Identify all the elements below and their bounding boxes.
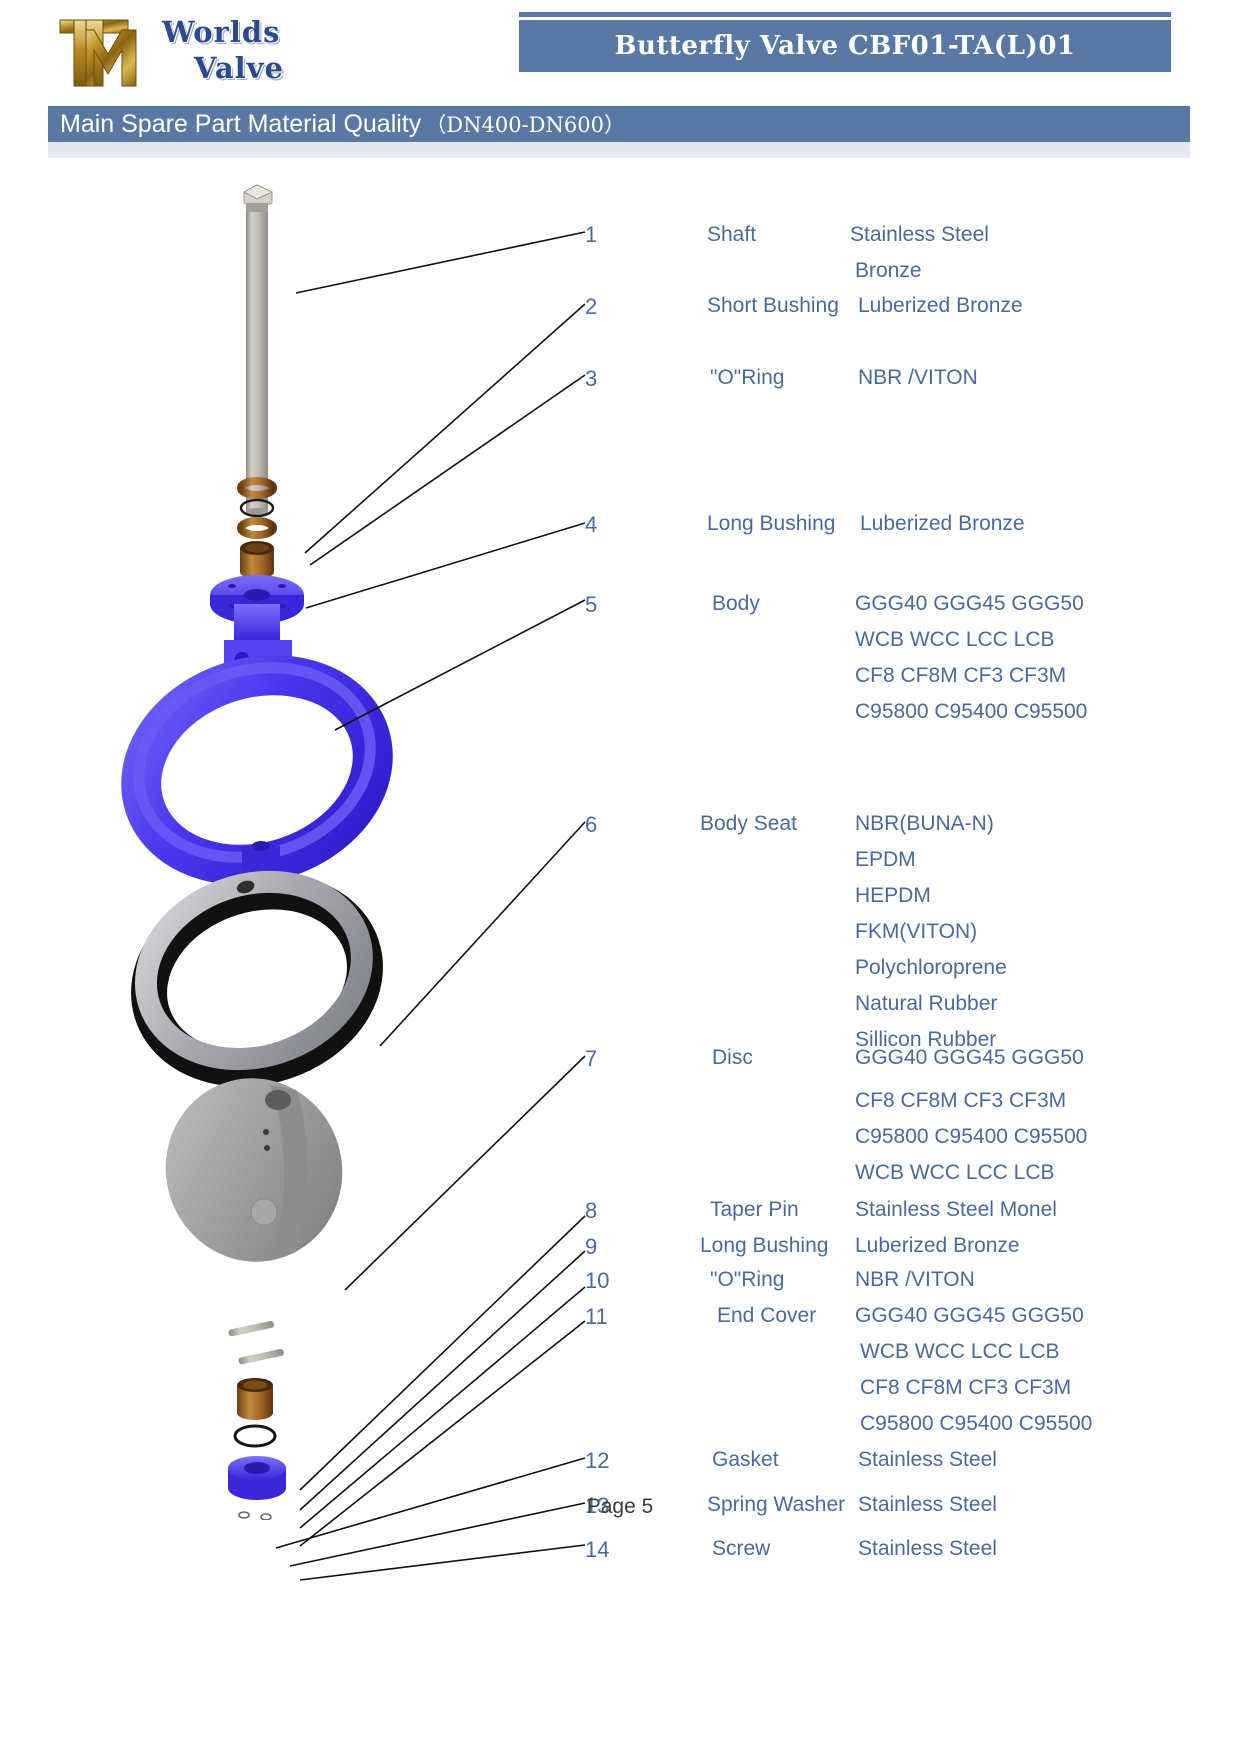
- document-title-block: Butterfly Valve CBF01-TA(L)01: [519, 12, 1171, 72]
- part-material-5-0: GGG40 GGG45 GGG50: [855, 592, 1084, 615]
- part-name-9: Long Bushing: [700, 1234, 829, 1257]
- part-material-6-0: NBR(BUNA-N): [855, 812, 994, 835]
- part-number-11: 11: [585, 1304, 608, 1329]
- part-name-11: End Cover: [717, 1304, 817, 1327]
- part-material-13-0: Stainless Steel: [858, 1493, 997, 1516]
- component-end-cover: [228, 1456, 286, 1500]
- component-body: [121, 575, 393, 885]
- part-material-5-1: WCB WCC LCC LCB: [855, 628, 1055, 651]
- part-name-12: Gasket: [712, 1448, 779, 1471]
- part-number-12: 12: [585, 1448, 610, 1473]
- component-o-ring-lower: [233, 1424, 277, 1448]
- logo-line-worlds: Worlds: [162, 15, 281, 49]
- part-material-7-2: C95800 C95400 C95500: [855, 1125, 1088, 1148]
- part-number-10: 10: [585, 1268, 610, 1293]
- component-long-bushing-lower: [237, 1378, 273, 1420]
- part-material-11-2: CF8 CF8M CF3 CF3M: [860, 1376, 1072, 1399]
- part-material-6-3: FKM(VITON): [855, 920, 978, 943]
- part-number-9: 9: [585, 1234, 598, 1259]
- part-material-1-0: Stainless Steel: [850, 223, 989, 246]
- part-material-7-1: CF8 CF8M CF3 CF3M: [855, 1089, 1067, 1112]
- part-material-10-0: NBR /VITON: [855, 1268, 975, 1291]
- part-material-6-1: EPDM: [855, 848, 916, 871]
- part-material-1-1: Bronze: [855, 259, 922, 282]
- part-material-6-5: Natural Rubber: [855, 992, 998, 1015]
- part-material-6-4: Polychloroprene: [855, 956, 1007, 979]
- part-material-6-6: Sillicon Rubber: [855, 1028, 997, 1051]
- part-name-14: Screw: [712, 1537, 771, 1560]
- title-rule: [519, 12, 1171, 17]
- part-material-7-3: WCB WCC LCC LCB: [855, 1161, 1055, 1184]
- part-number-6: 6: [585, 812, 598, 837]
- part-material-7-0: GGG40 GGG45 GGG50: [855, 1046, 1084, 1069]
- part-material-5-3: C95800 C95400 C95500: [855, 700, 1088, 723]
- component-shaft: [243, 184, 273, 516]
- part-number-7: 7: [585, 1046, 598, 1071]
- part-name-10: "O"Ring: [710, 1268, 785, 1291]
- component-short-bushing: [237, 477, 277, 499]
- part-name-2: Short Bushing: [707, 294, 839, 317]
- logo-line-valve: Valve: [194, 51, 284, 85]
- component-disc: [165, 1078, 343, 1262]
- part-name-4: Long Bushing: [707, 512, 836, 535]
- part-number-13: 13: [585, 1493, 610, 1518]
- part-name-6: Body Seat: [700, 812, 797, 835]
- component-o-ring-upper: [239, 498, 275, 518]
- component-body-seat: [131, 870, 383, 1087]
- page-header: Worlds Valve Butterfly Valve CBF01-TA(L)…: [0, 0, 1240, 100]
- exploded-view-illustration: [121, 184, 393, 1520]
- part-material-8-0: Stainless Steel Monel: [855, 1198, 1057, 1221]
- part-material-4-0: Luberized Bronze: [860, 512, 1025, 535]
- part-number-2: 2: [585, 294, 598, 319]
- part-material-3-0: NBR /VITON: [858, 366, 978, 389]
- part-material-11-0: GGG40 GGG45 GGG50: [855, 1304, 1084, 1327]
- part-number-5: 5: [585, 592, 598, 617]
- part-name-1: Shaft: [707, 223, 757, 246]
- part-number-8: 8: [585, 1198, 598, 1223]
- leader-14: [299, 1544, 586, 1581]
- section-title: Main Spare Part Material Quality: [60, 109, 422, 138]
- part-name-7: Disc: [712, 1046, 753, 1069]
- part-material-11-3: C95800 C95400 C95500: [860, 1412, 1093, 1435]
- part-material-12-0: Stainless Steel: [858, 1448, 997, 1471]
- part-material-14-0: Stainless Steel: [858, 1537, 997, 1560]
- banner-shadow-strip: [48, 142, 1190, 158]
- component-spring-washer: [260, 1513, 272, 1520]
- section-banner: Main Spare Part Material Quality （DN400-…: [48, 106, 1190, 142]
- part-number-3: 3: [585, 366, 598, 391]
- component-long-bushing-upper: [237, 517, 277, 539]
- part-name-5: Body: [712, 592, 760, 615]
- component-long-bushing-cylinder: [240, 541, 274, 579]
- section-size-range: （DN400-DN600）: [425, 113, 625, 137]
- part-number-14: 14: [585, 1537, 610, 1562]
- part-number-1: 1: [585, 222, 598, 247]
- component-gasket: [238, 1511, 250, 1519]
- part-material-6-2: HEPDM: [855, 884, 931, 907]
- tm-monogram-icon: [59, 19, 137, 87]
- page-footer: Page 5: [586, 1495, 654, 1518]
- part-name-8: Taper Pin: [710, 1198, 799, 1221]
- company-logo: Worlds Valve: [48, 12, 348, 90]
- part-number-4: 4: [585, 512, 598, 537]
- component-taper-pin: [228, 1320, 284, 1365]
- part-material-9-0: Luberized Bronze: [855, 1234, 1020, 1257]
- part-material-2-0: Luberized Bronze: [858, 294, 1023, 317]
- page-title: Butterfly Valve CBF01-TA(L)01: [519, 20, 1171, 72]
- part-material-11-1: WCB WCC LCC LCB: [860, 1340, 1060, 1363]
- part-material-5-2: CF8 CF8M CF3 CF3M: [855, 664, 1067, 687]
- logo-wordmark: Worlds Valve: [160, 14, 360, 90]
- part-name-13: Spring Washer: [707, 1493, 846, 1516]
- part-name-3: "O"Ring: [710, 366, 785, 389]
